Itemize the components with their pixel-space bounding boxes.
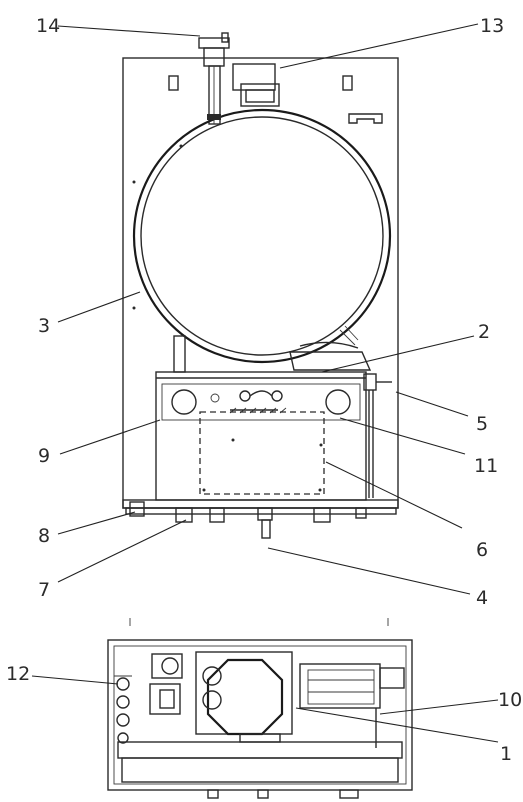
top-slot-right xyxy=(342,75,353,91)
right-dial xyxy=(325,389,351,415)
cabinet-panel xyxy=(122,57,399,509)
callout-13: 13 xyxy=(480,15,504,37)
callout-4: 4 xyxy=(476,587,488,609)
top-slot-left xyxy=(168,75,179,91)
flue-pipe xyxy=(198,32,230,125)
side-connection xyxy=(363,373,392,498)
control-box xyxy=(155,371,367,501)
callout-12: 12 xyxy=(6,663,30,685)
front-view xyxy=(122,32,399,539)
callout-1: 1 xyxy=(500,743,512,765)
bottom-view xyxy=(107,618,413,799)
bottom-housing xyxy=(107,639,413,791)
top-component xyxy=(232,63,280,107)
burner-assembly xyxy=(195,651,293,743)
callout-8: 8 xyxy=(38,525,50,547)
bottom-fittings xyxy=(122,499,399,539)
callout-3: 3 xyxy=(38,315,50,337)
leader-lines xyxy=(31,23,499,743)
tank xyxy=(132,108,392,364)
internal-module-dashed xyxy=(199,411,325,495)
callout-9: 9 xyxy=(38,445,50,467)
fan-unit xyxy=(299,663,405,748)
callout-11: 11 xyxy=(474,455,498,477)
callout-14: 14 xyxy=(36,15,60,37)
connector-column xyxy=(114,675,132,744)
callout-6: 6 xyxy=(476,539,488,561)
callout-10: 10 xyxy=(498,689,522,711)
callout-labels: 14 13 3 2 5 9 11 8 6 7 4 12 10 1 xyxy=(6,15,522,765)
top-right-bracket xyxy=(348,113,383,124)
callout-2: 2 xyxy=(478,321,490,343)
bottom-base xyxy=(117,741,403,799)
left-dial xyxy=(171,389,197,415)
valve-block xyxy=(149,653,183,715)
callout-7: 7 xyxy=(38,579,50,601)
callout-5: 5 xyxy=(476,413,488,435)
